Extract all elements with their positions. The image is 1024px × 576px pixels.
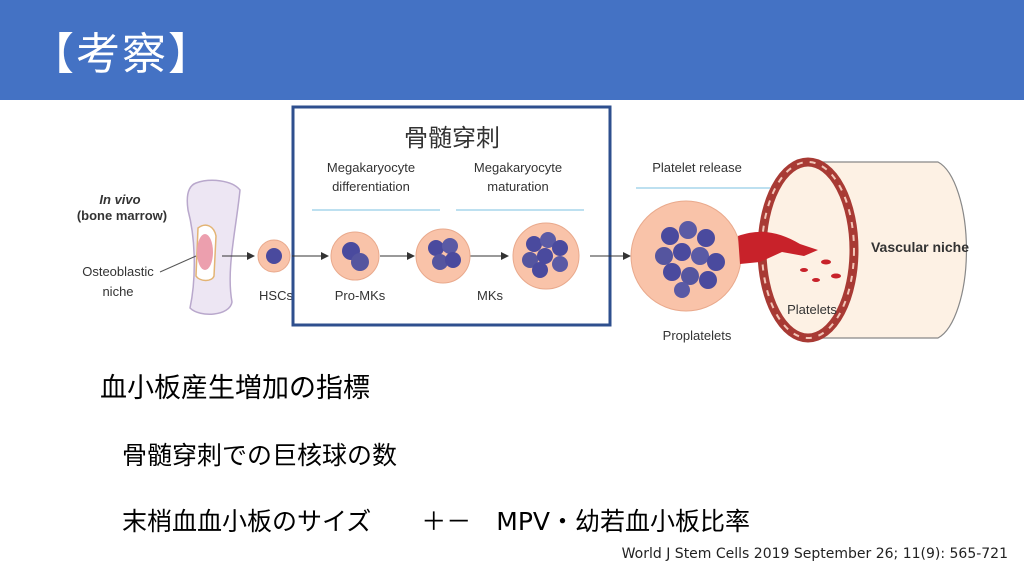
- released-platelets: [800, 259, 841, 282]
- megakaryopoiesis-diagram: In vivo (bone marrow) Osteoblastic niche…: [77, 105, 969, 343]
- hsc-cell: [257, 239, 291, 273]
- mk-differentiation-label-1: Megakaryocyte: [327, 160, 415, 175]
- mks-label: MKs: [477, 288, 504, 303]
- mk-maturation-label-2: maturation: [487, 179, 548, 194]
- bone-marrow-label: (bone marrow): [77, 208, 167, 223]
- title-bar: 【考察】: [0, 0, 1024, 100]
- mk-maturation-label-1: Megakaryocyte: [474, 160, 562, 175]
- proplatelet-cell: [630, 200, 742, 312]
- osteoblastic-pointer: [159, 255, 197, 273]
- proplatelets-label: Proplatelets: [663, 328, 732, 343]
- osteoblastic-label: Osteoblastic: [82, 264, 154, 279]
- box-title: 骨髄穿刺: [404, 124, 500, 152]
- platelets-label: Platelets: [787, 302, 837, 317]
- bone-marrow-aspiration-box: [291, 105, 612, 327]
- citation: World J Stem Cells 2019 September 26; 11…: [621, 546, 1008, 562]
- bone-illustration: [186, 179, 241, 315]
- mk-cell-small: [415, 228, 471, 284]
- platelet-production-heading: 血小板産生増加の指標: [100, 373, 370, 404]
- bullet-platelet-size: 末梢血血小板のサイズ ＋－ MPV・幼若血小板比率: [122, 507, 750, 536]
- niche-label: niche: [102, 284, 133, 299]
- vascular-niche-label: Vascular niche: [871, 239, 969, 255]
- mk-cell-large: [512, 222, 580, 290]
- pro-mks-label: Pro-MKs: [335, 288, 386, 303]
- slide-title: 【考察】: [30, 29, 214, 80]
- proplatelet-extension: [738, 231, 818, 264]
- pro-mk-cell: [330, 231, 380, 281]
- in-vivo-label: In vivo: [99, 192, 140, 207]
- bullet-megakaryocyte-count: 骨髄穿刺での巨核球の数: [122, 441, 398, 470]
- hscs-label: HSCs: [259, 288, 293, 303]
- platelet-release-label: Platelet release: [652, 160, 742, 175]
- mk-differentiation-label-2: differentiation: [332, 179, 410, 194]
